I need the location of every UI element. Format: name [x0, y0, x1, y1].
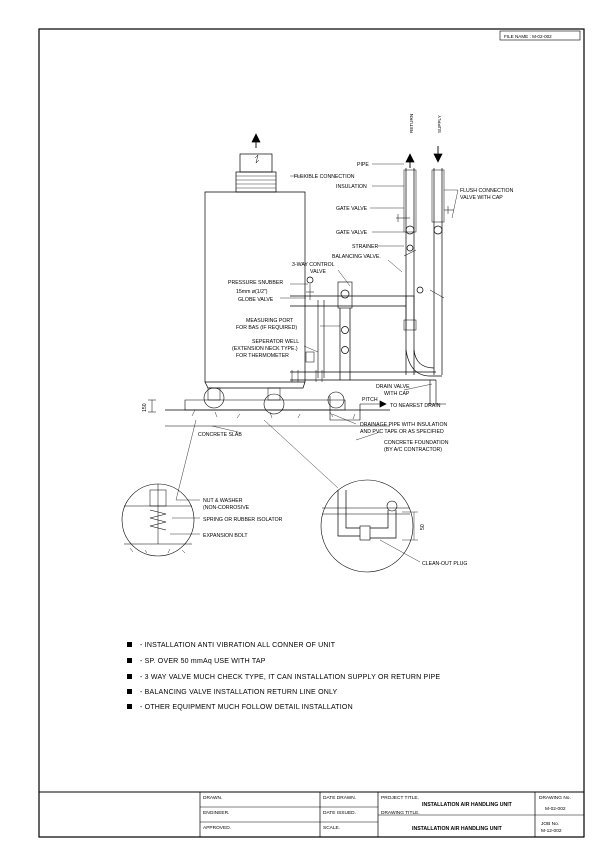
label-measuring-port-2: FOR BAS (IF REQUIRED): [236, 325, 297, 331]
label-nut-2: (NON-CORROSIVE: [203, 505, 250, 511]
label-three-way-1: 3-WAY CONTROL: [292, 262, 335, 268]
note-4: - BALANCING VALVE INSTALLATION RETURN LI…: [140, 689, 338, 696]
tb-job-no-label: JOB No.: [541, 821, 559, 827]
label-drain-valve-2: WITH CAP: [384, 391, 410, 397]
cleanout-detail: [320, 479, 421, 573]
label-drainage-2: AND PVC TAPE OR AS SPECIFIED: [360, 429, 444, 435]
label-drainage-1: DRAINAGE PIPE WITH INSULATION: [360, 422, 447, 428]
label-three-way-2: VALVE: [310, 269, 326, 275]
tb-scale: SCALE.: [323, 825, 340, 831]
ahu-diagram: [148, 133, 459, 501]
label-flexible-connection: FLEXIBLE CONNECTION: [294, 174, 355, 180]
label-insulation: INSULATION: [336, 184, 367, 190]
tb-date-drawn: DATE DRAWN.: [323, 795, 356, 801]
label-globe-valve: GLOBE VALVE: [238, 297, 274, 303]
label-expansion: EXPANSION BOLT: [203, 533, 248, 539]
label-drain-valve-1: DRAIN VALVE: [376, 384, 410, 390]
tb-approved: APPROVED.: [203, 825, 231, 831]
label-flush-connection-2: VALVE WITH CAP: [460, 195, 503, 201]
cleanout-detail-labels: 50 CLEAN-OUT PLUG: [420, 524, 467, 567]
note-bullet-4: [127, 689, 132, 694]
tb-job-no: M-12-002: [541, 828, 562, 834]
tb-engineer: ENGINEER.: [203, 810, 229, 816]
label-balancing-valve: BALANCING VALVE.: [332, 254, 381, 260]
tb-drawing-no: M-02-002: [545, 806, 566, 812]
label-size: 15mm ø(1/2"): [236, 289, 268, 295]
label-gate-valve-1: GATE VALVE: [336, 206, 368, 212]
diagram-labels: RETURN SUPPLY PIPE FLEXIBLE CONNECTION I…: [142, 114, 514, 453]
sheet-border: [38, 28, 585, 838]
file-name-box: [499, 30, 581, 41]
label-separator-1: SEPERATOR WELL: [252, 339, 299, 345]
label-dim-150: 150: [142, 403, 148, 412]
tb-drawn: DRAWN.: [203, 795, 222, 801]
label-strainer: STRAINER: [352, 244, 378, 250]
supply-label: SUPPLY: [437, 115, 442, 133]
label-pressure-snubber: PRESSURE SNUBBER: [228, 280, 283, 286]
title-block: [38, 791, 585, 838]
return-label: RETURN: [409, 114, 414, 133]
label-cleanout: CLEAN-OUT PLUG: [422, 561, 467, 567]
note-bullet-3: [127, 674, 132, 679]
label-pitch: PITCH: [362, 397, 378, 403]
label-foundation-1: CONCRETE FOUNDATION: [384, 440, 449, 446]
tb-project-value: INSTALLATION AIR HANDLING UNIT: [422, 802, 513, 808]
note-1: - INSTALLATION ANTI VIBRATION ALL CONNER…: [140, 642, 336, 649]
note-2: - SP. OVER 50 mmAq USE WITH TAP: [140, 658, 266, 665]
note-bullet-1: [127, 642, 132, 647]
label-spring: SPRING OR RUBBER ISOLATOR: [203, 517, 283, 523]
isolator-detail-labels: NUT & WASHER (NON-CORROSIVE SPRING OR RU…: [203, 498, 283, 539]
note-bullet-5: [127, 704, 132, 709]
note-3: - 3 WAY VALVE MUCH CHECK TYPE, IT CAN IN…: [140, 674, 440, 681]
tb-drawing-title: DRAWING TITLE.: [381, 810, 420, 816]
label-dim-50: 50: [420, 524, 426, 530]
label-measuring-port-1: MEASURING PORT: [246, 318, 294, 324]
tb-drawing-no-label: DRAWING No.: [539, 795, 571, 801]
note-bullet-2: [127, 658, 132, 663]
label-foundation-2: (BY A/C CONTRACTOR): [384, 447, 442, 453]
label-pipe: PIPE: [357, 162, 369, 168]
installation-notes: - INSTALLATION ANTI VIBRATION ALL CONNER…: [127, 642, 440, 711]
note-5: - OTHER EQUIPMENT MUCH FOLLOW DETAIL INS…: [140, 704, 353, 711]
label-to-drain: TO NEAREST DRAIN: [390, 403, 441, 409]
label-separator-2: (EXTENSION NECK TYPE.): [232, 346, 298, 352]
tb-title-value: INSTALLATION AIR HANDLING UNIT: [412, 826, 503, 832]
label-nut: NUT & WASHER: [203, 498, 243, 504]
tb-project-title: PROJECT TITLE.: [381, 795, 419, 801]
label-flush-connection: FLUSH CONNECTION: [460, 188, 514, 194]
isolator-detail: [121, 483, 200, 557]
flexible-connection: [235, 171, 277, 193]
title-block-text: DRAWN. DATE DRAWN. PROJECT TITLE. INSTAL…: [203, 795, 571, 834]
label-separator-3: FOR THERMOMETER: [236, 353, 289, 359]
label-gate-valve-2: GATE VALVE: [336, 230, 368, 236]
label-concrete-slab: CONCRETE SLAB: [198, 432, 242, 438]
tb-date-issued: DATE ISSUED.: [323, 810, 356, 816]
file-name: FILE NAME : M-02-002: [504, 34, 552, 39]
